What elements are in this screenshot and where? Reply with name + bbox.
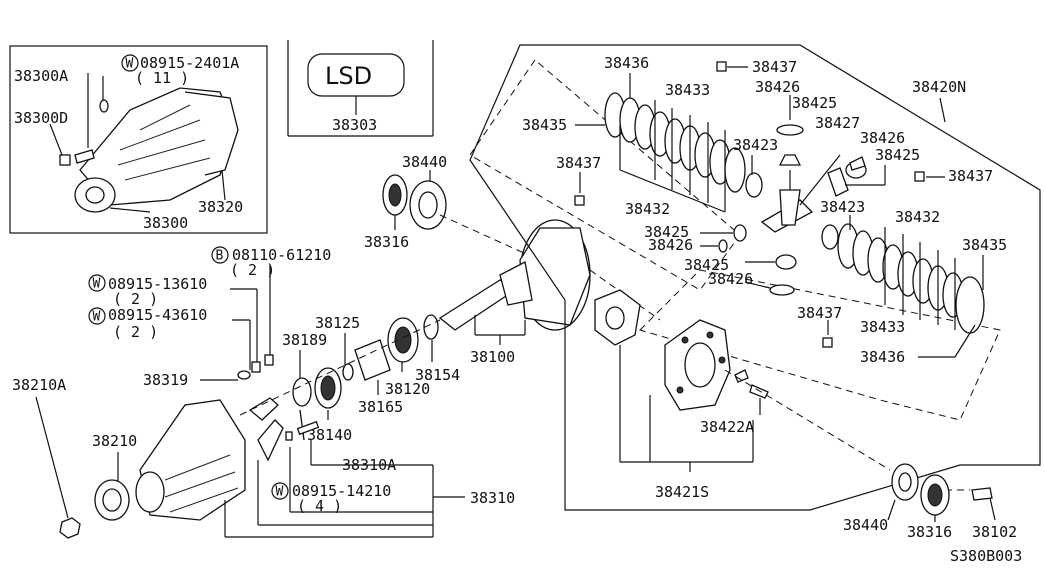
label-08110-61210-qty: ( 2 ) xyxy=(230,261,275,279)
diagram-code: S380B003 xyxy=(950,547,1022,565)
lsd-inset: LSD 38303 xyxy=(287,40,434,137)
label-38140: 38140 xyxy=(307,426,352,444)
label-38426-c: 38426 xyxy=(648,236,693,254)
label-38310: 38310 xyxy=(470,489,515,507)
label-38100: 38100 xyxy=(470,348,515,366)
label-38437-left: 38437 xyxy=(556,154,601,172)
label-38433-top: 38433 xyxy=(665,81,710,99)
washer-symbol-text: W xyxy=(93,310,101,325)
label-38316-bottom: 38316 xyxy=(907,523,952,541)
ring-pinion-gear: 38100 xyxy=(438,219,591,366)
clutch-pack-top: 38436 38433 38435 38432 38423 xyxy=(522,54,778,218)
lsd-badge-text: LSD xyxy=(325,62,372,90)
label-38425-a: 38425 xyxy=(792,94,837,112)
washer-symbol-icon xyxy=(88,274,106,292)
label-38303: 38303 xyxy=(332,116,377,134)
label-38425-b: 38425 xyxy=(875,146,920,164)
label-38423-b: 38423 xyxy=(820,198,865,216)
label-38425-d: 38425 xyxy=(684,256,729,274)
washer-symbol-icon xyxy=(121,54,139,72)
left-fasteners: B 08110-61210 ( 2 ) W 08915-13610 ( 2 ) … xyxy=(88,246,331,389)
label-38435-left: 38435 xyxy=(522,116,567,134)
label-38432-b: 38432 xyxy=(895,208,940,226)
label-38425-c: 38425 xyxy=(644,223,689,241)
label-38189: 38189 xyxy=(282,331,327,349)
clutch-plates-bottom xyxy=(837,223,985,334)
label-38300D: 38300D xyxy=(14,109,68,127)
front-housing-group: 38210A 38210 xyxy=(12,376,433,539)
clutch-plates-top xyxy=(604,92,746,193)
bolt-symbol-icon xyxy=(211,246,229,264)
label-08915-14210: 08915-14210 xyxy=(292,482,391,500)
label-08915-13610-qty: ( 2 ) xyxy=(113,290,158,308)
spider-gears: 38426 38425 38427 38426 38425 38425 3842… xyxy=(644,78,920,296)
pinion-parts: 38189 38125 38140 38165 38120 38154 xyxy=(239,314,460,462)
label-38154: 38154 xyxy=(415,366,460,384)
label-38210A: 38210A xyxy=(12,376,66,394)
label-38423-a: 38423 xyxy=(733,136,778,154)
label-38436-bottom: 38436 xyxy=(860,348,905,366)
label-38422A: 38422A xyxy=(700,418,754,436)
label-08915-2401A-qty: ( 11 ) xyxy=(135,69,189,87)
label-38420N: 38420N xyxy=(912,78,966,96)
label-38320: 38320 xyxy=(198,198,243,216)
label-38300A: 38300A xyxy=(14,67,68,85)
washer-symbol-text: W xyxy=(93,277,101,292)
label-38440-top: 38440 xyxy=(402,153,447,171)
carrier-housing-illustration xyxy=(74,87,239,213)
label-38427: 38427 xyxy=(815,114,860,132)
label-38120: 38120 xyxy=(385,380,430,398)
diff-case-outline xyxy=(469,44,1041,511)
label-08915-43610-qty: ( 2 ) xyxy=(113,323,158,341)
label-08915-43610: 08915-43610 xyxy=(108,306,207,324)
label-38316-top: 38316 xyxy=(364,233,409,251)
bolt-symbol-text: B xyxy=(216,249,224,264)
washer-symbol-icon xyxy=(88,307,106,325)
washer-symbol-text: W xyxy=(126,57,134,72)
bracket-38310-group: 38310A W 08915-14210 ( 4 ) 38310 xyxy=(257,409,515,537)
washer-symbol-text: W xyxy=(276,485,284,500)
label-38432-a: 38432 xyxy=(625,200,670,218)
bottom-bearing-group: 38440 38316 38102 xyxy=(843,463,1017,541)
label-38421S: 38421S xyxy=(655,483,709,501)
inset-carrier-box: 38300A 38300D W 08915-2401A ( 11 ) 38300… xyxy=(9,45,268,234)
diff-case-38421S: 38422A 38421S xyxy=(594,289,769,501)
label-38437-bottom: 38437 xyxy=(797,304,842,322)
label-38440-bottom: 38440 xyxy=(843,516,888,534)
label-08915-13610: 08915-13610 xyxy=(108,275,207,293)
label-38300: 38300 xyxy=(143,214,188,232)
label-38435-right: 38435 xyxy=(962,236,1007,254)
washer-symbol-icon xyxy=(271,482,289,500)
label-38433-bottom: 38433 xyxy=(860,318,905,336)
clutch-pack-bottom: 38423 38432 38435 38433 38436 38437 xyxy=(797,198,1007,366)
label-38125: 38125 xyxy=(315,314,360,332)
top-bearing-group: 38440 38316 xyxy=(364,153,447,251)
label-38426-b: 38426 xyxy=(860,129,905,147)
label-38319: 38319 xyxy=(143,371,188,389)
label-08110-61210: 08110-61210 xyxy=(232,246,331,264)
label-38437-top: 38437 xyxy=(752,58,797,76)
label-38210: 38210 xyxy=(92,432,137,450)
label-08915-2401A: 08915-2401A xyxy=(140,54,239,72)
label-38426-d: 38426 xyxy=(708,270,753,288)
label-38310A: 38310A xyxy=(342,456,396,474)
label-08915-14210-qty: ( 4 ) xyxy=(297,497,342,515)
label-38102: 38102 xyxy=(972,523,1017,541)
label-38426-a: 38426 xyxy=(755,78,800,96)
label-38165: 38165 xyxy=(358,398,403,416)
label-38436-top: 38436 xyxy=(604,54,649,72)
label-38437-right: 38437 xyxy=(948,167,993,185)
